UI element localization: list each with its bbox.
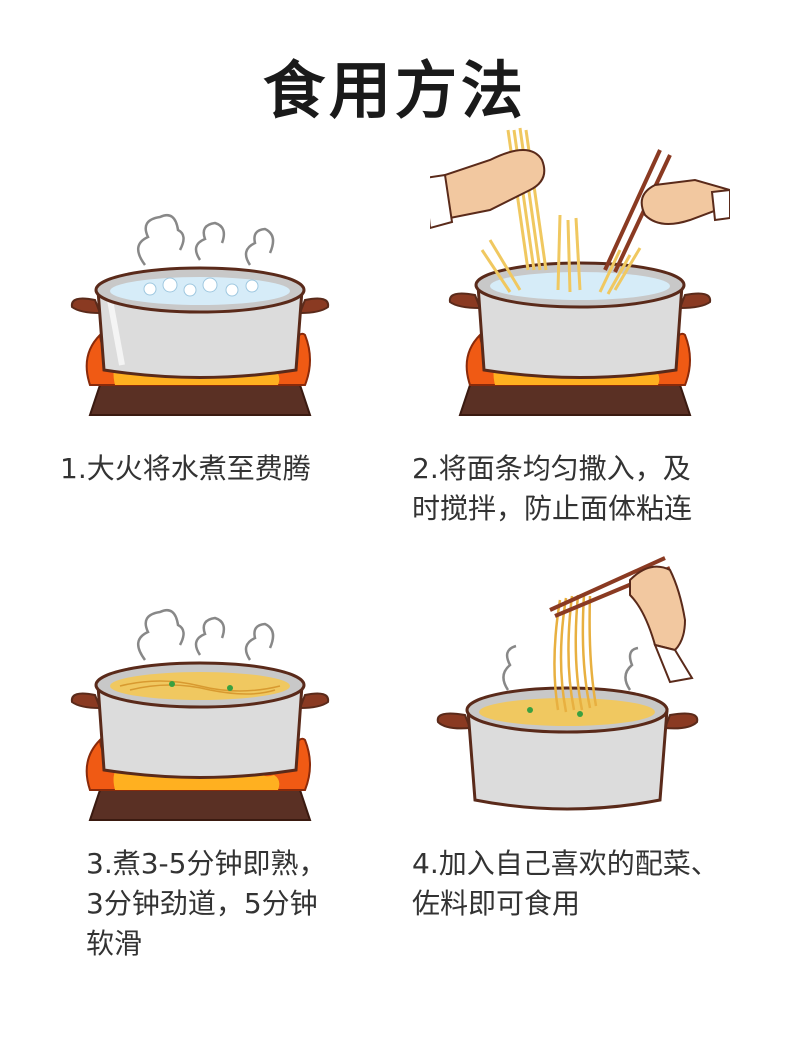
step-2-line-2: 时搅拌，防止面体粘连 [412,492,693,525]
page-title: 食用方法 [262,54,527,127]
step-1-caption: 1.大火将水煮至费腾 [60,449,311,489]
step-4-caption: 4.加入自己喜欢的配菜、 佐料即可食用 [412,844,719,924]
hand-adding-noodles-icon [430,127,730,416]
step-4-line-2: 佐料即可食用 [412,887,581,920]
step-4-line-1: 4.加入自己喜欢的配菜、 [412,847,719,880]
step-2-line-1: 2.将面条均匀撒入，及 [412,452,691,485]
pot-cooking-noodles-icon [70,608,330,821]
step-3-line-3: 软滑 [86,927,143,960]
step-2-caption: 2.将面条均匀撒入，及 时搅拌，防止面体粘连 [412,449,692,529]
step-3-line-1: 3.煮3-5分钟即熟， [86,847,327,880]
step-1-line-1: 1.大火将水煮至费腾 [60,452,311,485]
step-3-line-2: 3分钟劲道，5分钟 [86,887,318,920]
chopsticks-lifting-noodles-icon [436,556,699,811]
step-3-caption: 3.煮3-5分钟即熟， 3分钟劲道，5分钟 软滑 [86,844,326,964]
pot-boiling-water-icon [70,213,330,416]
